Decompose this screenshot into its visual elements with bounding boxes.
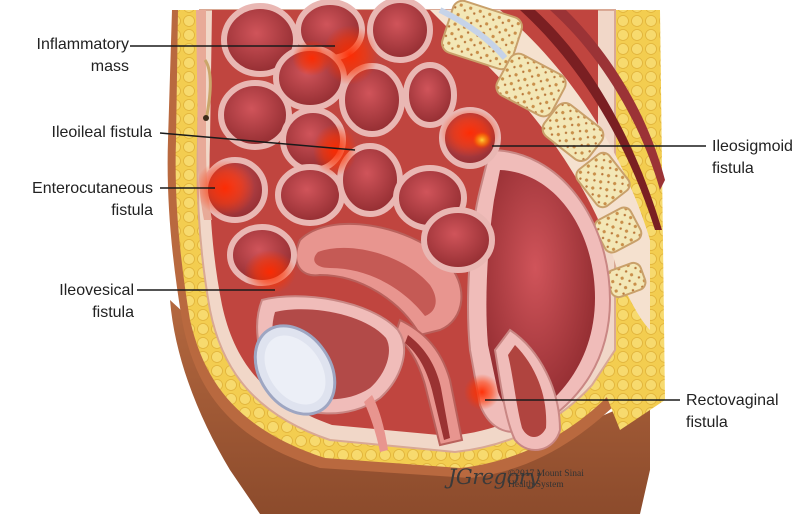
copyright-line: Health System [508, 480, 584, 491]
copyright-line: ©2017 Mount Sinai [508, 469, 584, 480]
label-line: mass [12, 56, 129, 78]
label-line: Enterocutaneous [6, 178, 153, 200]
label-line: fistula [6, 200, 153, 222]
label-line: fistula [686, 412, 804, 434]
label-rectovaginal-fistula: Rectovaginal fistula [686, 390, 804, 434]
label-line: fistula [30, 302, 134, 324]
label-ileoileal-fistula: Ileoileal fistula [22, 122, 152, 144]
label-line: Ileoileal fistula [22, 122, 152, 144]
label-line: Ileosigmoid [712, 136, 806, 158]
label-line: fistula [712, 158, 806, 180]
copyright: ©2017 Mount Sinai Health System [508, 469, 584, 491]
label-line: Rectovaginal [686, 390, 804, 412]
credit-block: JGregory ©2017 Mount Sinai Health System [448, 463, 608, 505]
label-ileovesical-fistula: Ileovesical fistula [30, 280, 134, 324]
label-line: Inflammatory [12, 34, 129, 56]
label-ileosigmoid-fistula: Ileosigmoid fistula [712, 136, 806, 180]
label-enterocutaneous-fistula: Enterocutaneous fistula [6, 178, 153, 222]
label-line: Ileovesical [30, 280, 134, 302]
label-inflammatory-mass: Inflammatory mass [12, 34, 129, 78]
